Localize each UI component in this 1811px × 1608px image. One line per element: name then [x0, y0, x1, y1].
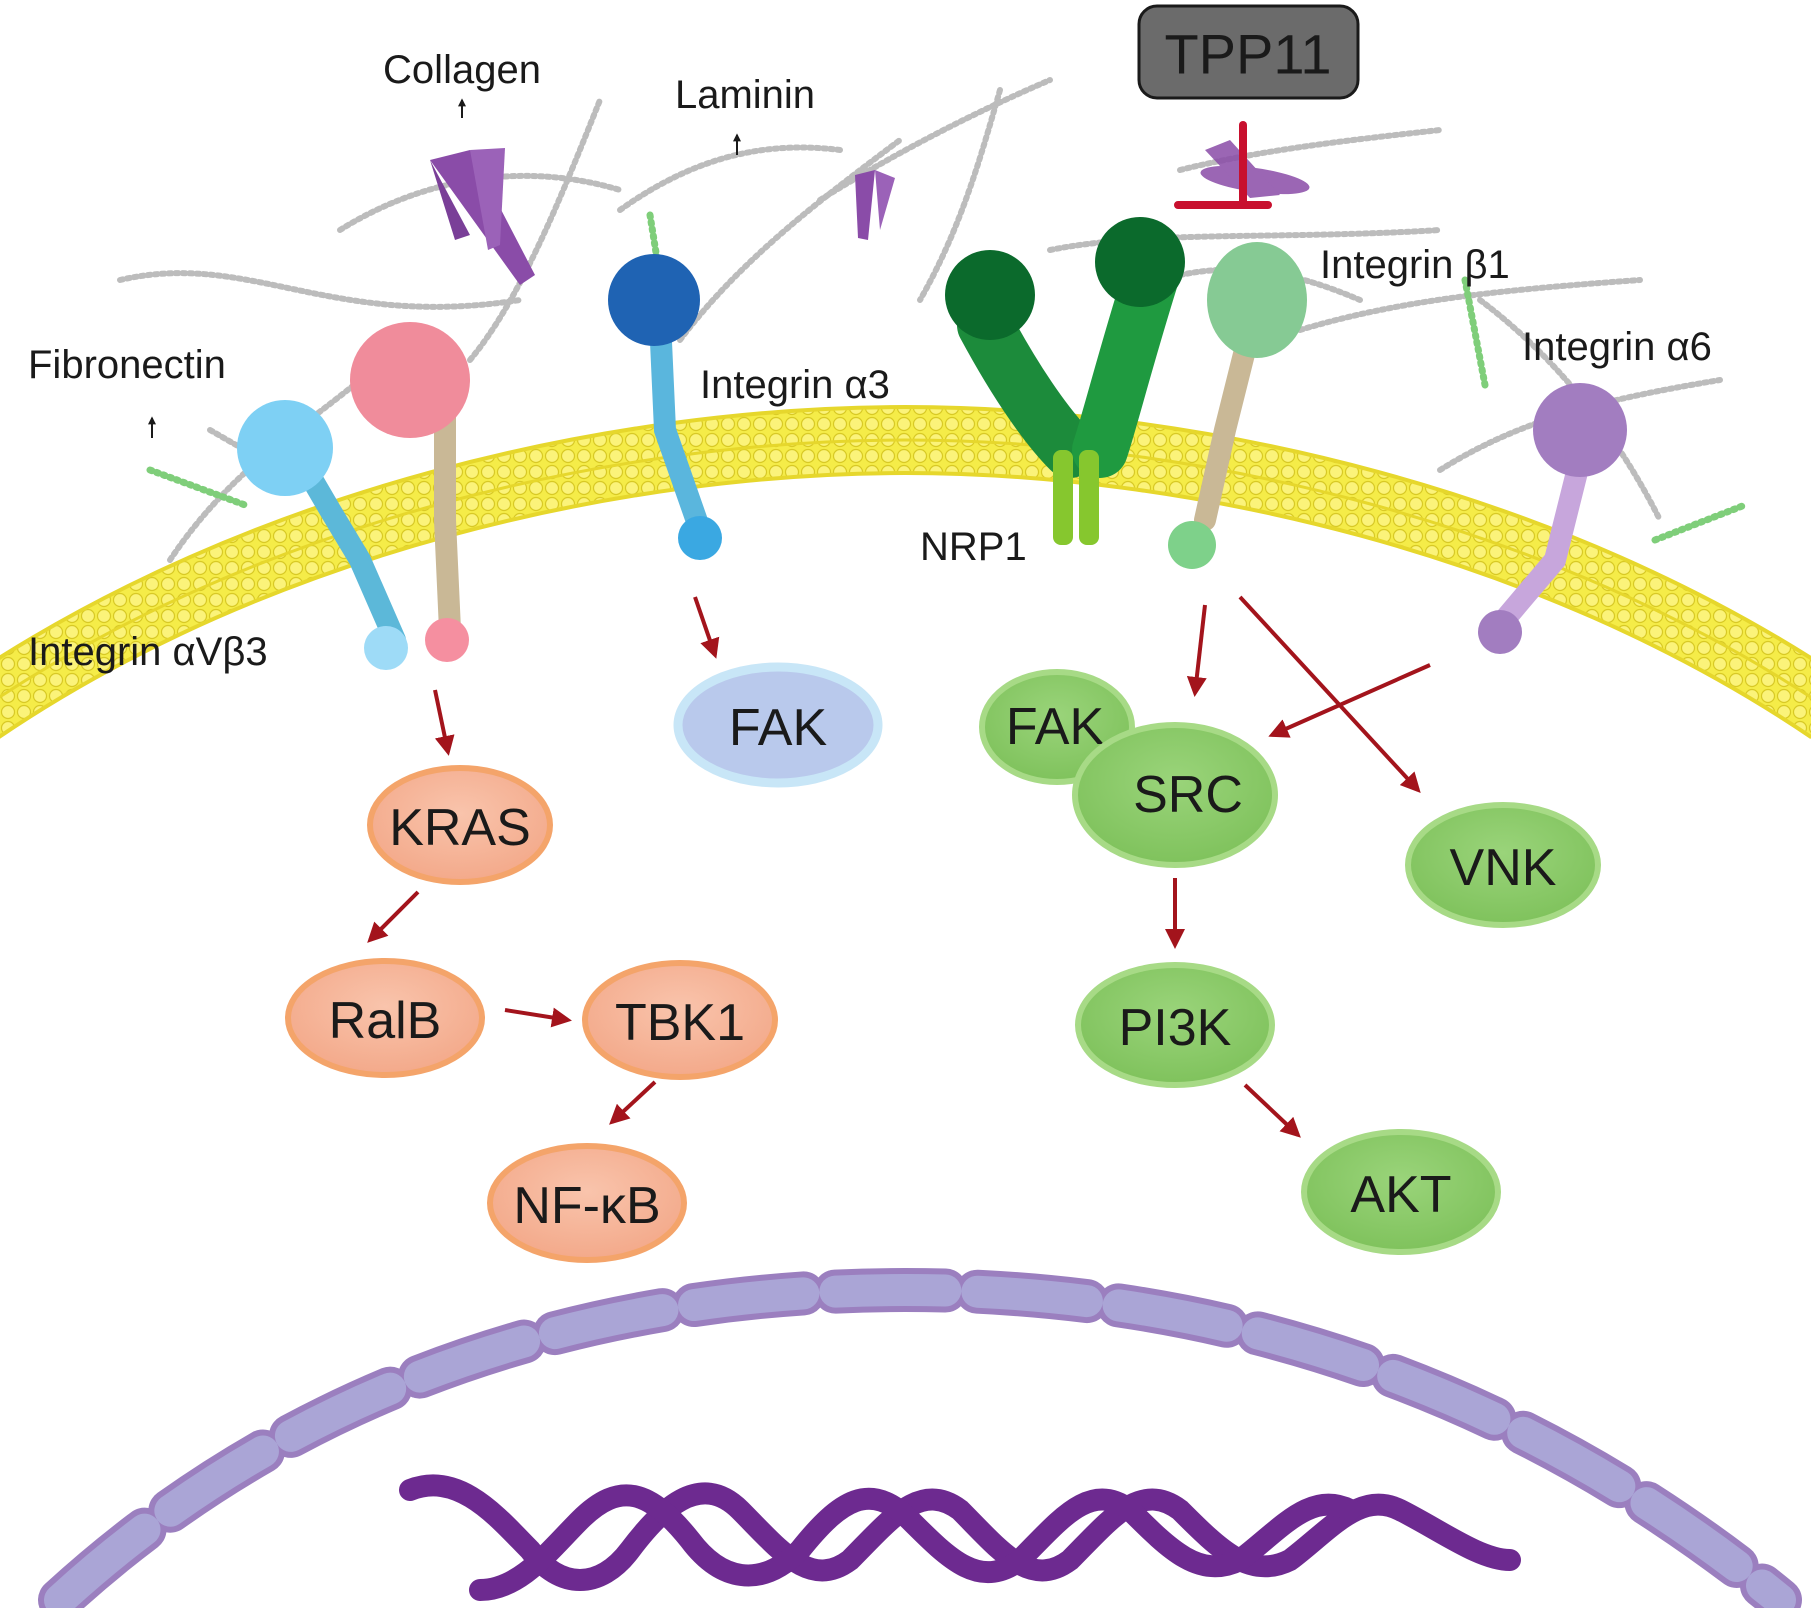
- node-ralb-label: RalB: [329, 992, 442, 1050]
- node-ralb: RalB: [285, 958, 485, 1078]
- ecm-fibers: [117, 77, 1723, 563]
- label-collagen: Collagen: [383, 48, 541, 92]
- node-tbk1: TBK1: [582, 960, 778, 1080]
- nrp1-receptor: [945, 217, 1185, 545]
- node-pi3k: PI3K: [1075, 962, 1275, 1088]
- arrow-pi3k-akt: [1243, 1083, 1301, 1138]
- nuclear-envelope-inner: [44, 1273, 1796, 1608]
- node-src: SRC: [1072, 722, 1278, 868]
- tpp11-box: [1137, 4, 1360, 100]
- integrin-a3: [608, 254, 722, 560]
- label-nrp1: NRP1: [920, 525, 1027, 569]
- arrow-ralb-tbk1: [504, 1007, 572, 1028]
- integrin-a6: [1478, 383, 1627, 654]
- node-kras-label: KRAS: [389, 799, 531, 857]
- node-nfkb: NF-κB: [487, 1143, 687, 1263]
- arrow-a3-fak: [693, 596, 720, 659]
- node-fak-a3-label: FAK: [729, 699, 828, 757]
- laminin-molecule: [855, 170, 895, 240]
- node-fak-b1-label: FAK: [1006, 698, 1105, 756]
- node-vnk: VNK: [1405, 802, 1601, 928]
- label-integrin-avb3: Integrin αVβ3: [28, 630, 268, 674]
- node-akt: AKT: [1301, 1129, 1501, 1255]
- node-vnk-label: VNK: [1450, 839, 1557, 897]
- label-integrin-a6: Integrin α6: [1522, 325, 1712, 369]
- tpp11-inhibition: [1174, 121, 1272, 209]
- node-kras: KRAS: [367, 765, 553, 885]
- ecm-green-molecules: [146, 211, 1749, 544]
- node-src-label: SRC: [1133, 766, 1243, 824]
- label-laminin: Laminin: [675, 73, 815, 117]
- arrow-tbk1-nfkb: [609, 1080, 657, 1125]
- arrow-avb3-kras: [433, 689, 455, 756]
- arrow-kras-ralb: [367, 890, 420, 943]
- label-integrin-a3: Integrin α3: [700, 363, 890, 407]
- arrow-b1-vnk: [1238, 595, 1421, 793]
- node-tbk1-label: TBK1: [615, 994, 745, 1052]
- label-integrin-b1: Integrin β1: [1320, 243, 1510, 287]
- arrow-a6-src: [1268, 663, 1431, 738]
- integrin-b1: [1168, 242, 1307, 569]
- node-pi3k-label: PI3K: [1119, 999, 1232, 1057]
- label-fibronectin: Fibronectin: [28, 343, 226, 387]
- arrow-b1-fak: [1186, 604, 1207, 697]
- signaling-arrows: [367, 595, 1431, 1138]
- integrin-avb3: [237, 322, 470, 670]
- dna-helix: [399, 1474, 1521, 1601]
- node-nfkb-label: NF-κB: [513, 1177, 660, 1235]
- node-fak-a3: FAK: [673, 662, 883, 788]
- node-akt-label: AKT: [1350, 1166, 1451, 1224]
- collagen-molecule: [430, 148, 535, 285]
- cell-membrane-midline: [0, 438, 1811, 700]
- tpp11-label: TPP11: [1164, 23, 1331, 86]
